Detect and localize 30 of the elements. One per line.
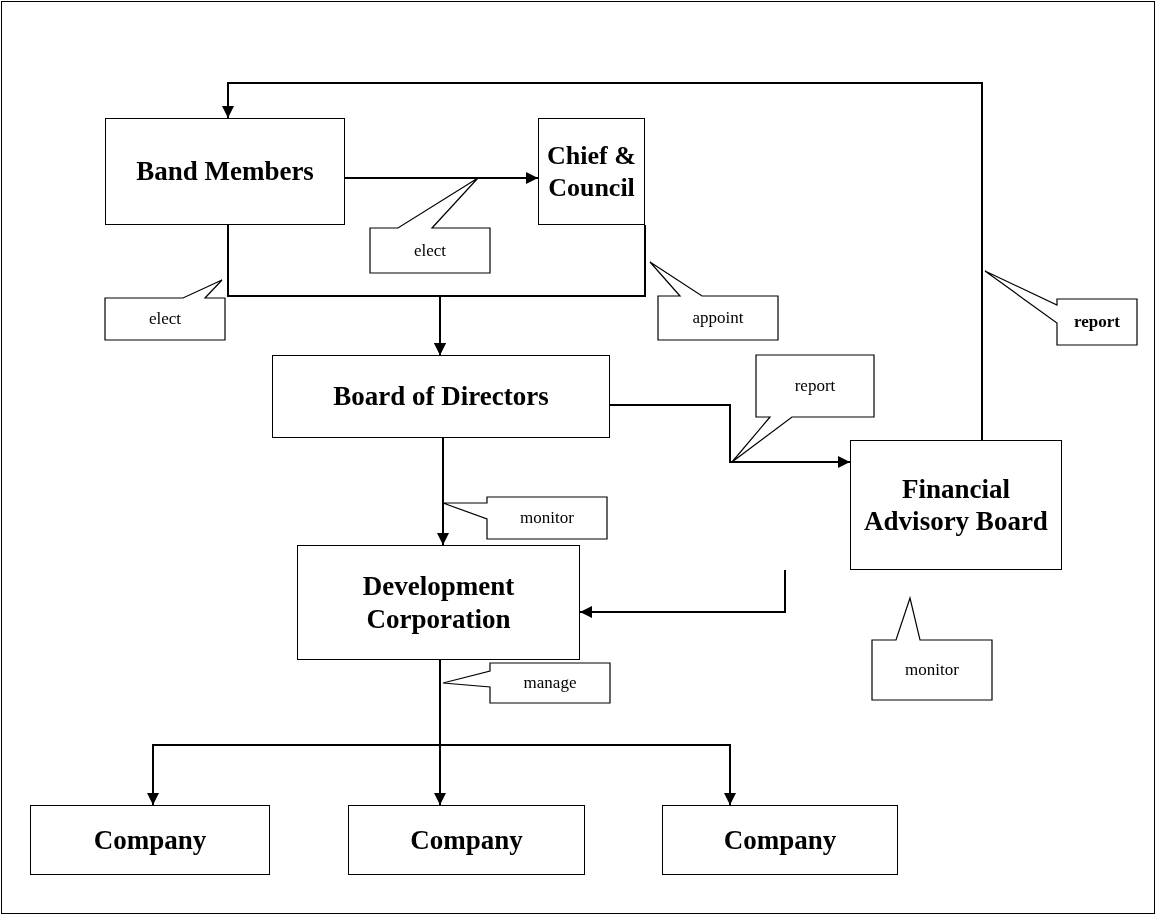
arrow (222, 82, 983, 441)
process-box (105, 118, 345, 225)
box-label: Chief & Council (546, 140, 637, 203)
box-label: Company (723, 823, 837, 857)
process-box (850, 440, 1062, 570)
process-box (272, 355, 610, 438)
callout-label: manage (523, 673, 577, 693)
callout-label: report (1074, 312, 1120, 332)
callout-label: appoint (692, 308, 744, 328)
process-box (538, 118, 645, 225)
arrow (434, 224, 646, 356)
box-label: Financial Advisory Board (863, 472, 1049, 538)
box-label: Development Corporation (361, 570, 516, 635)
arrow (609, 404, 851, 468)
process-box (662, 805, 898, 875)
process-box (348, 805, 585, 875)
process-box (297, 545, 580, 660)
callout-label: elect (148, 309, 182, 329)
box-label: Board of Directors (333, 380, 549, 413)
callout-label: monitor (520, 508, 574, 528)
callout-label: monitor (905, 660, 959, 680)
arrow (437, 437, 449, 546)
arrow (344, 172, 539, 184)
callout-label: elect (413, 240, 447, 261)
box-label: Company (410, 823, 523, 857)
process-box (30, 805, 270, 875)
arrow (579, 569, 786, 618)
callout-label: report (794, 376, 836, 396)
box-label: Company (93, 823, 207, 857)
box-label: Band Members (136, 155, 314, 188)
